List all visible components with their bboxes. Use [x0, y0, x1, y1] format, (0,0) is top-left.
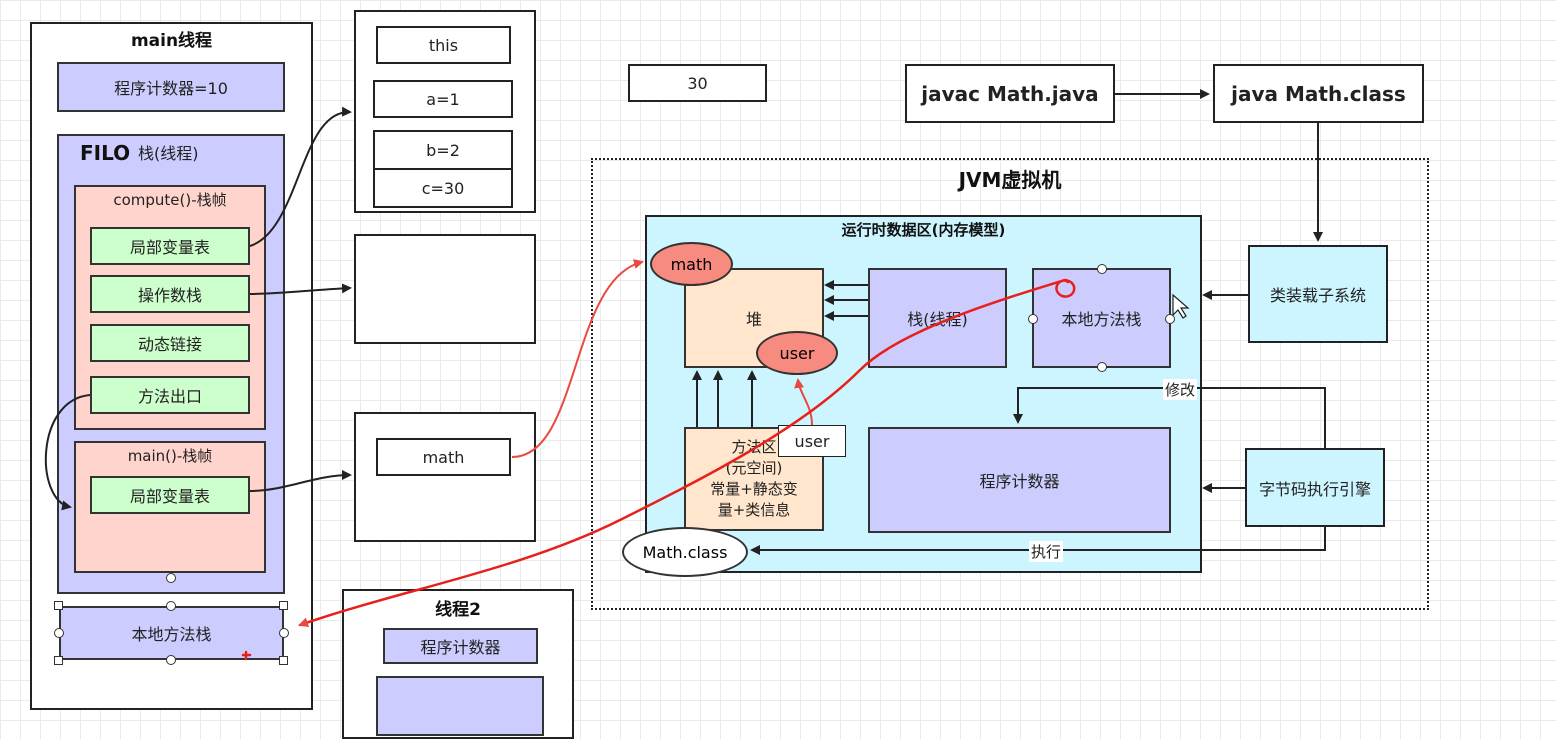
- operand-stack-panel[interactable]: [354, 234, 536, 344]
- cursor-pointer-icon: [1172, 293, 1190, 319]
- stack-filo-label: FILO: [80, 141, 131, 165]
- label-execute: 执行: [1029, 541, 1064, 562]
- connection-point[interactable]: [166, 655, 176, 665]
- stack-thread-label: 栈(线程): [138, 144, 199, 163]
- runtime-data-area-title: 运行时数据区(内存模型): [841, 221, 1006, 239]
- connection-point[interactable]: [1097, 362, 1107, 372]
- thread2-title: 线程2: [435, 600, 481, 620]
- compute-frame-title: compute()-栈帧: [113, 191, 227, 209]
- method-area-line4: 量+类信息: [717, 501, 791, 519]
- selection-handle[interactable]: [54, 656, 63, 665]
- main-frame-title: main()-栈帧: [127, 447, 213, 465]
- main-locals-panel[interactable]: [354, 412, 536, 542]
- math-class-ellipse[interactable]: Math.class: [622, 527, 748, 577]
- java-box[interactable]: java Math.class: [1213, 64, 1424, 123]
- method-area-line3: 常量+静态变: [710, 480, 798, 498]
- connectors-layer: [44, 89, 1326, 661]
- jvm-boundary[interactable]: [591, 158, 1429, 610]
- compute-dynamic-link[interactable]: 动态链接: [90, 324, 250, 362]
- jvm-pc-box[interactable]: 程序计数器: [868, 427, 1171, 533]
- locals-item-this[interactable]: this: [376, 26, 511, 64]
- main-locals-math[interactable]: math: [376, 438, 511, 476]
- method-area-user-tag[interactable]: user: [778, 425, 846, 457]
- connection-point[interactable]: [54, 628, 64, 638]
- compute-locals[interactable]: 局部变量表: [90, 227, 250, 265]
- connection-point[interactable]: [1028, 314, 1038, 324]
- javac-box[interactable]: javac Math.java: [905, 64, 1115, 123]
- connection-point[interactable]: [279, 628, 289, 638]
- thread2-pc[interactable]: 程序计数器: [383, 628, 538, 664]
- class-loader-box[interactable]: 类装载子系统: [1248, 245, 1388, 343]
- exec-engine-box[interactable]: 字节码执行引擎: [1245, 448, 1385, 527]
- jvm-stack-box[interactable]: 栈(线程): [868, 268, 1007, 368]
- compute-operand-stack[interactable]: 操作数栈: [90, 275, 250, 313]
- method-area-line2: (元空间): [725, 459, 783, 477]
- selection-handle[interactable]: [54, 601, 63, 610]
- heap-math-object[interactable]: math: [650, 242, 733, 286]
- selection-handle[interactable]: [279, 601, 288, 610]
- heap-user-object[interactable]: user: [756, 331, 838, 375]
- connection-point[interactable]: [166, 601, 176, 611]
- connection-point[interactable]: [1097, 264, 1107, 274]
- main-thread-title: main线程: [130, 31, 213, 51]
- label-modify: 修改: [1163, 379, 1198, 400]
- connection-point[interactable]: [166, 573, 176, 583]
- selection-handle[interactable]: [279, 656, 288, 665]
- operand-value-box[interactable]: 30: [628, 64, 767, 102]
- locals-item-c[interactable]: c=30: [373, 168, 513, 208]
- main-frame-locals[interactable]: 局部变量表: [90, 476, 250, 514]
- main-thread-pc[interactable]: 程序计数器=10: [57, 62, 285, 112]
- compute-method-exit[interactable]: 方法出口: [90, 376, 250, 414]
- jvm-title: JVM虚拟机: [958, 168, 1062, 192]
- connection-point[interactable]: [1165, 314, 1175, 324]
- main-thread-native-stack[interactable]: 本地方法栈: [59, 606, 284, 660]
- locals-item-a[interactable]: a=1: [373, 80, 513, 118]
